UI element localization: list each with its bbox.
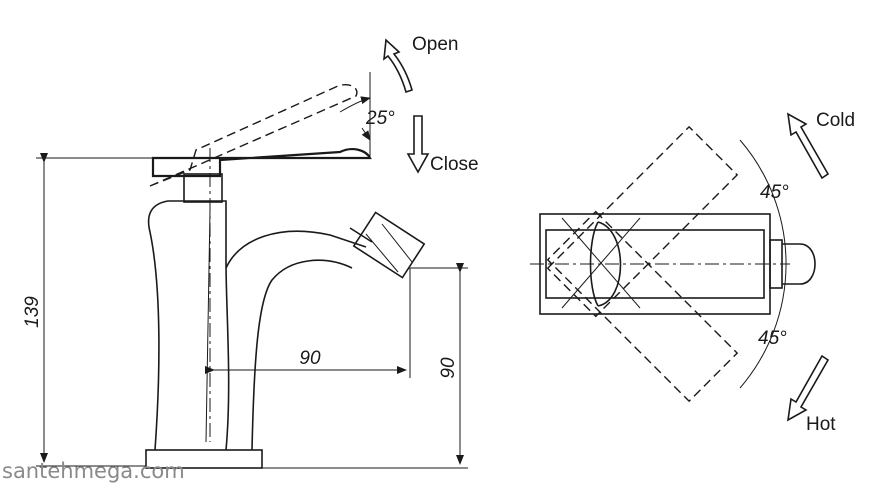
- top-view: 45° 45° Cold Hot: [530, 110, 855, 435]
- hot-angle-label: 45°: [758, 328, 787, 349]
- hot-arrow-icon: [786, 354, 830, 422]
- lever-hot-position: [546, 210, 739, 403]
- nozzle: [349, 211, 426, 279]
- faucet-spout: [225, 230, 367, 269]
- close-label: Close: [430, 154, 479, 175]
- side-view: 139 90 90 25° Open Close: [22, 34, 479, 469]
- faucet-base: [145, 449, 263, 469]
- cold-angle-label: 45°: [760, 182, 789, 203]
- reach-dimension: 90: [299, 348, 321, 369]
- open-arrow-icon: [383, 38, 413, 94]
- open-label: Open: [412, 34, 458, 55]
- lever-cold-position: [546, 125, 739, 318]
- watermark: santehmega.com: [2, 459, 185, 483]
- close-arrow-icon: [406, 115, 430, 174]
- spout-height-dimension: 90: [438, 357, 459, 379]
- lever-angle-label: 25°: [365, 108, 395, 129]
- faucet-body: [147, 200, 230, 451]
- lever-cartridge: [183, 173, 223, 203]
- cold-arrow-icon: [786, 112, 830, 180]
- faucet-spout-lower: [251, 259, 353, 451]
- lever-open: [149, 84, 358, 187]
- rotation-arc: [739, 139, 787, 389]
- cold-label: Cold: [816, 110, 855, 131]
- hot-label: Hot: [806, 414, 836, 435]
- lever-closed: [151, 148, 372, 178]
- height-dimension: 139: [22, 296, 43, 328]
